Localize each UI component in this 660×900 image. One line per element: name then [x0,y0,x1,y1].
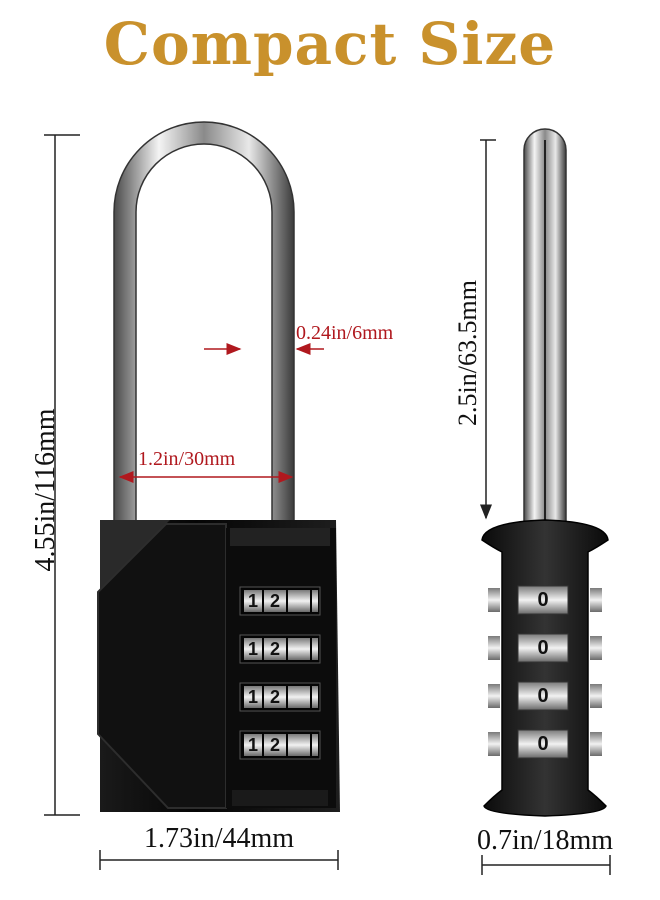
side-dial-1-digit: 0 [537,589,549,611]
page-title: Compact Size [103,10,557,78]
body-width-dimension-line [99,850,339,870]
front-dial-2-digit-right: 2 [269,639,280,659]
front-dial-4[interactable] [239,730,321,760]
front-dial-3-digit-left: 1 [247,687,258,707]
body-thickness-dimension-line [481,855,611,875]
shackle-clearance-label: 2.5in/63.5mm [453,280,482,426]
side-dial-2-digit: 0 [537,637,549,659]
front-dial-4-digit-right: 2 [269,735,280,755]
front-dial-1-digit-right: 2 [269,591,280,611]
side-dial-1[interactable] [488,585,602,615]
front-dial-1[interactable] [239,586,321,616]
front-dial-4-digit-left: 1 [247,735,258,755]
front-lock-body [97,520,340,812]
front-dial-1-digit-left: 1 [247,591,258,611]
side-dial-3-digit: 0 [537,685,549,707]
total-height-dimension-line [44,134,80,816]
front-shackle [113,121,295,529]
shackle-inner-width-label: 1.2in/30mm [138,448,236,470]
front-dial-3-digit-right: 2 [269,687,280,707]
front-dial-2[interactable] [239,634,321,664]
side-dial-4[interactable] [488,729,602,759]
front-dial-2-digit-left: 1 [247,639,258,659]
shackle-clearance-dimension-line [480,139,496,520]
side-lock-body [481,519,609,817]
side-dial-2[interactable] [488,633,602,663]
total-height-label: 4.55in/116mm [30,408,61,572]
shackle-diameter-label: 0.24in/6mm [296,322,394,344]
body-thickness-label: 0.7in/18mm [476,825,614,856]
front-dial-3[interactable] [239,682,321,712]
body-width-label: 1.73in/44mm [143,823,295,854]
side-dial-3[interactable] [488,681,602,711]
side-shackle [523,128,567,541]
side-dial-4-digit: 0 [537,733,549,755]
